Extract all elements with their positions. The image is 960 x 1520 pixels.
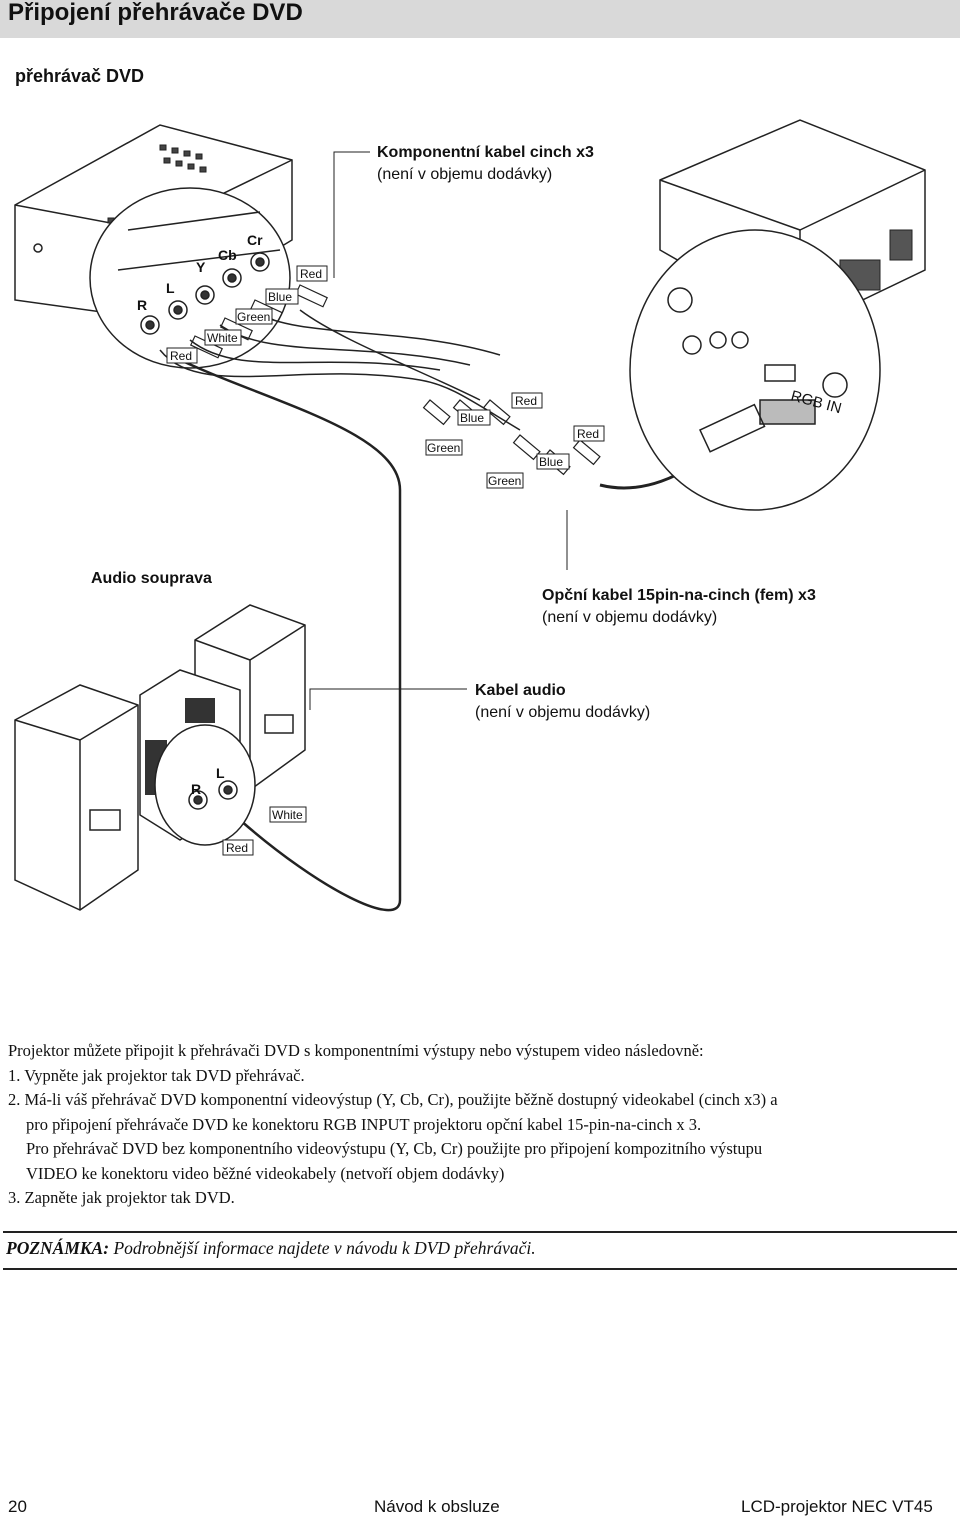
callout-component-cable: Komponentní kabel cinch x3 (není v objem… <box>377 144 594 183</box>
label-r: R <box>137 297 147 313</box>
note-top-rule <box>3 1231 957 1233</box>
footer-manual-title: Návod k obsluze <box>374 1497 500 1516</box>
step-3: 3. Zapněte jak projektor tak DVD. <box>8 1188 235 1207</box>
intro-paragraph: Projektor můžete připojit k přehrávači D… <box>8 1041 704 1060</box>
note-label: POZNÁMKA: <box>6 1238 110 1258</box>
label-r: R <box>191 781 201 797</box>
tag-red: Red <box>515 394 537 408</box>
tag-blue: Blue <box>268 290 292 304</box>
title-bar <box>0 0 960 38</box>
step-1: 1. Vypněte jak projektor tak DVD přehráv… <box>8 1065 305 1085</box>
tag-green: Green <box>427 441 460 455</box>
tag-green: Green <box>488 474 521 488</box>
section-subtitle: přehrávač DVD <box>15 66 145 86</box>
callout-audio-cable: Kabel audio (není v objemu dodávky) <box>475 682 651 721</box>
step-2-cont: pro připojení přehrávače DVD ke konektor… <box>26 1114 702 1134</box>
callout-audio-set: Audio souprava <box>91 570 212 587</box>
step-2: 2. Má-li váš přehrávač DVD komponentní v… <box>8 1090 778 1109</box>
tag-white: White <box>207 331 238 345</box>
callout-option-cable: Opční kabel 15pin-na-cinch (fem) x3 (nen… <box>542 587 816 626</box>
step-2-alt-cont: VIDEO ke konektoru video běžné videokabe… <box>26 1163 505 1183</box>
connection-diagram: Red White Green Blue Red Blue Red Green … <box>14 119 926 912</box>
footer-product-name: LCD-projektor NEC VT45 <box>741 1497 933 1516</box>
note-bottom-rule <box>3 1268 957 1270</box>
tag-blue: Blue <box>460 411 484 425</box>
label-y: Y <box>196 259 206 275</box>
note-text: Podrobnější informace najdete v návodu k… <box>109 1238 536 1258</box>
speakers-illustration <box>14 604 306 911</box>
tag-blue: Blue <box>539 455 563 469</box>
label-cr: Cr <box>247 232 263 248</box>
page-number: 20 <box>8 1497 27 1516</box>
projector-illustration <box>629 119 926 511</box>
tag-red: Red <box>170 349 192 363</box>
tag-green: Green <box>237 310 270 324</box>
instructions: Projektor můžete připojit k přehrávači D… <box>8 1039 953 1211</box>
label-l: L <box>166 280 175 296</box>
tag-red: Red <box>300 267 322 281</box>
note: POZNÁMKA: Podrobnější informace najdete … <box>6 1238 536 1259</box>
cable-color-tags: Red White Green Blue Red Blue Red Green … <box>166 265 605 856</box>
tag-red: Red <box>226 841 248 855</box>
page-title: Připojení přehrávače DVD <box>8 0 303 26</box>
label-l: L <box>216 765 225 781</box>
tag-white: White <box>272 808 303 822</box>
tag-red: Red <box>577 427 599 441</box>
label-cb: Cb <box>218 247 237 263</box>
step-2-alt: Pro přehrávač DVD bez komponentního vide… <box>26 1139 763 1158</box>
